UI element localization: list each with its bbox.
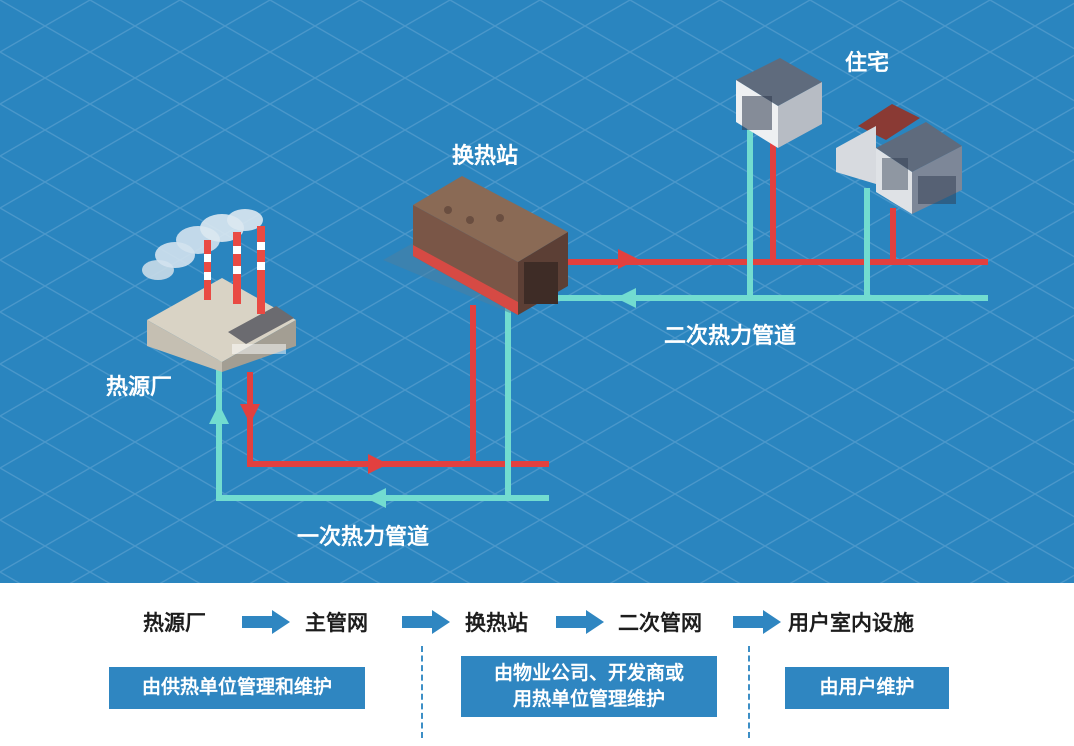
flow-arrow-right-icon [618,249,638,269]
step-secondary-network: 二次管网 [618,611,702,635]
flow-arrow-left-icon [616,288,636,308]
step-user-facilities: 用户室内设施 [788,611,914,635]
responsibility-box-supplier: 由供热单位管理和维护 [109,667,365,709]
flow-arrow-left-icon [366,488,386,508]
flow-arrow-down-icon [240,404,260,424]
responsibility-box-property: 由物业公司、开发商或 用热单位管理维护 [461,656,717,717]
heat-source-label: 热源厂 [106,375,173,400]
responsibility-box-text: 由用户维护 [819,676,915,699]
heating-network-diagram [0,0,1074,583]
responsibility-box-user: 由用户维护 [785,667,949,709]
residence-label: 住宅 [845,51,890,76]
flow-arrow-right-icon [368,454,388,474]
step-arrow-icon [402,610,450,634]
divider-line [748,646,750,738]
responsibility-box-text: 用热单位管理维护 [512,687,665,710]
primary-supply-pipe [247,305,549,467]
residence-building-small-icon [736,58,822,148]
step-main-network: 主管网 [305,611,368,635]
residence-building-large-icon [836,104,962,214]
heat-source-plant-icon [142,209,296,372]
step-arrow-icon [242,610,290,634]
secondary-pipe-label: 二次热力管道 [664,324,797,349]
step-arrow-icon [556,610,604,634]
primary-pipe-label: 一次热力管道 [297,525,430,550]
responsibility-box-text: 由物业公司、开发商或 [493,661,684,684]
heat-exchange-station-icon [383,176,572,315]
exchange-station-label: 换热站 [452,144,519,169]
step-heat-source: 热源厂 [143,611,206,635]
step-arrow-icon [733,610,781,634]
responsibility-box-text: 由供热单位管理和维护 [141,676,332,699]
flow-arrow-up-icon [209,404,229,424]
step-exchange-station: 换热站 [465,611,528,635]
divider-line [421,646,423,738]
